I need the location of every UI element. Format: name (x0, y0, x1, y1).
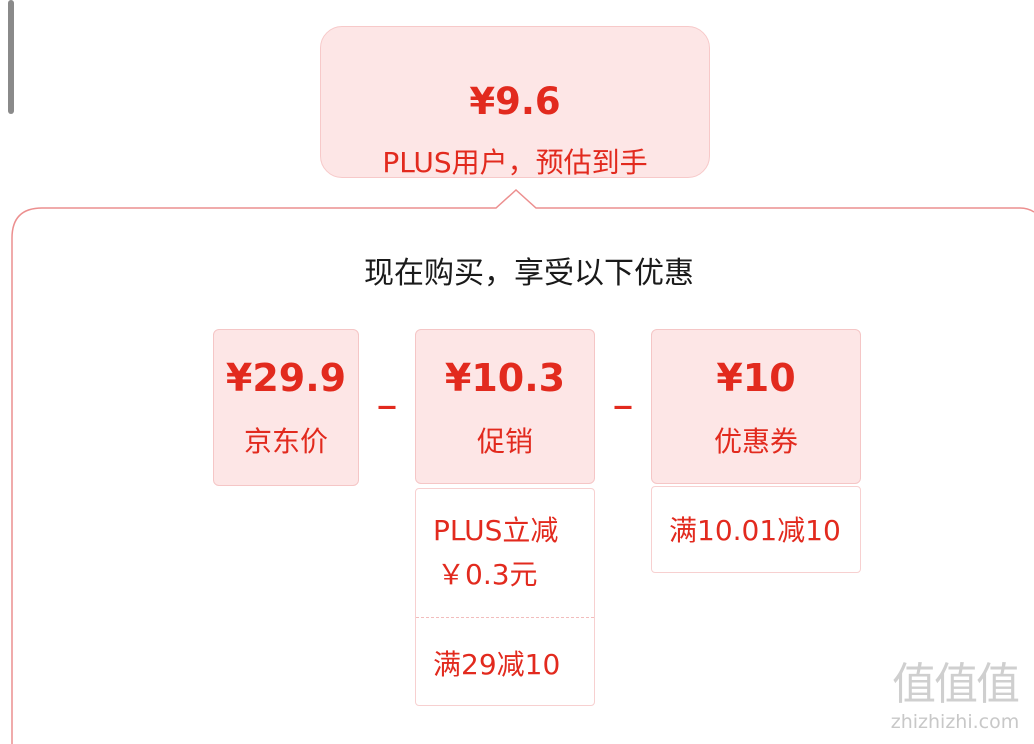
promotion-value: ¥10.3 (444, 356, 566, 400)
coupon-details: 满10.01减10 (651, 486, 861, 573)
coupon-value: ¥10 (716, 356, 796, 400)
coupon-box: ¥10 优惠券 (651, 329, 861, 484)
promotion-details: PLUS立减 ￥0.3元 满29减10 (415, 488, 595, 706)
scrollbar[interactable] (8, 0, 14, 114)
watermark-domain: zhizhizhi.com (890, 711, 1020, 733)
jd-price-box: ¥29.9 京东价 (213, 329, 359, 486)
promotion-detail-line1: PLUS立减 (433, 514, 559, 547)
promotion-box: ¥10.3 促销 (415, 329, 595, 484)
promotion-label: 促销 (476, 425, 533, 458)
jd-price-label: 京东价 (243, 425, 328, 458)
detail-divider (416, 617, 594, 618)
estimated-price: ¥9.6 (469, 80, 561, 123)
watermark-logo: 值值值 (892, 659, 1020, 710)
estimated-price-bubble: ¥9.6 PLUS用户，预估到手 (320, 26, 710, 179)
promotion-detail-threshold: 满29减10 (433, 648, 561, 681)
minus-operator: _ (378, 370, 396, 410)
coupon-label: 优惠券 (713, 425, 798, 458)
coupon-detail-text: 满10.01减10 (669, 514, 841, 547)
promotion-detail-line2: ￥0.3元 (437, 558, 538, 591)
site-watermark: 值值值 zhizhizhi.com (880, 660, 1030, 734)
estimated-price-label: PLUS用户，预估到手 (382, 146, 648, 179)
minus-operator: _ (614, 370, 632, 410)
card-title: 现在购买，享受以下优惠 (364, 256, 694, 291)
jd-price-value: ¥29.9 (225, 356, 347, 400)
